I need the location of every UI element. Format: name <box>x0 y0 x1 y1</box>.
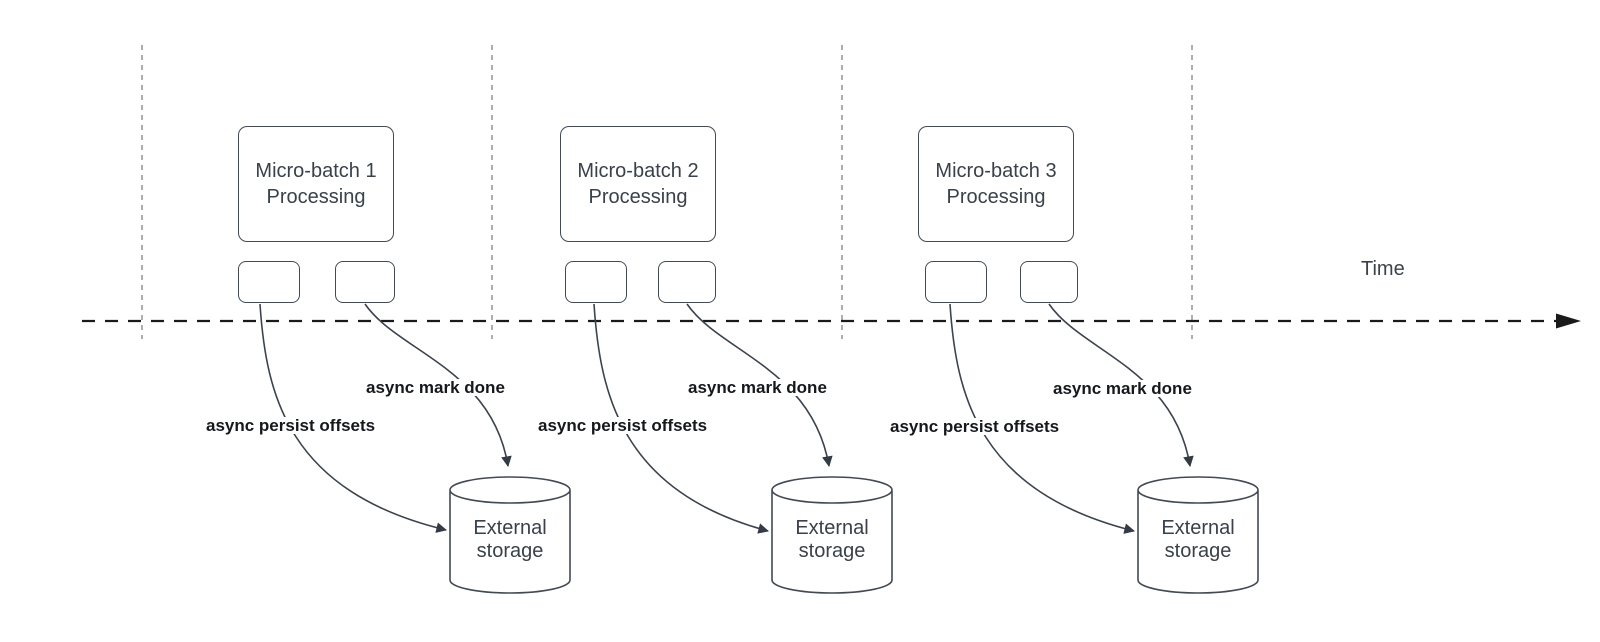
persist-offsets-task-box-1 <box>238 261 300 303</box>
external-storage-label-3: External storage <box>1161 517 1235 562</box>
persist-offsets-task-box-3 <box>925 261 987 303</box>
mark-done-task-box-2 <box>658 261 716 303</box>
microbatch-processing-box-2: Micro-batch 2 Processing <box>560 126 716 242</box>
persist-offsets-arrow-2 <box>593 303 769 534</box>
persist-offsets-task-box-2 <box>565 261 627 303</box>
mark-done-label-1: async mark done <box>364 378 507 397</box>
time-axis-label: Time <box>1361 258 1405 280</box>
time-axis-arrowhead-icon <box>1556 313 1581 329</box>
microbatch-processing-label-1: Micro-batch 1 Processing <box>255 160 377 208</box>
persist-offsets-arrow-3 <box>949 303 1135 534</box>
storage-cylinder-2 <box>771 476 893 594</box>
microbatch-processing-label-2: Micro-batch 2 Processing <box>577 160 699 208</box>
mark-done-label-3: async mark done <box>1051 379 1194 398</box>
mark-done-task-box-3 <box>1020 261 1078 303</box>
external-storage-label-2: External storage <box>795 517 869 562</box>
persist-offsets-label-1: async persist offsets <box>204 416 378 435</box>
mark-done-arrow-3 <box>1048 303 1194 468</box>
persist-offsets-label-3: async persist offsets <box>888 417 1062 436</box>
external-storage-label-1: External storage <box>473 517 547 562</box>
microbatch-processing-box-3: Micro-batch 3 Processing <box>918 126 1074 242</box>
mark-done-arrow-2 <box>686 303 833 468</box>
microbatch-processing-label-3: Micro-batch 3 Processing <box>935 160 1057 208</box>
storage-cylinder-1 <box>449 476 571 594</box>
mark-done-task-box-1 <box>335 261 395 303</box>
microbatch-processing-box-1: Micro-batch 1 Processing <box>238 126 394 242</box>
storage-cylinder-3 <box>1137 476 1259 594</box>
persist-offsets-arrow-1 <box>259 303 447 533</box>
persist-offsets-label-2: async persist offsets <box>536 416 710 435</box>
mark-done-label-2: async mark done <box>686 378 829 397</box>
mark-done-arrow-1 <box>364 303 512 468</box>
